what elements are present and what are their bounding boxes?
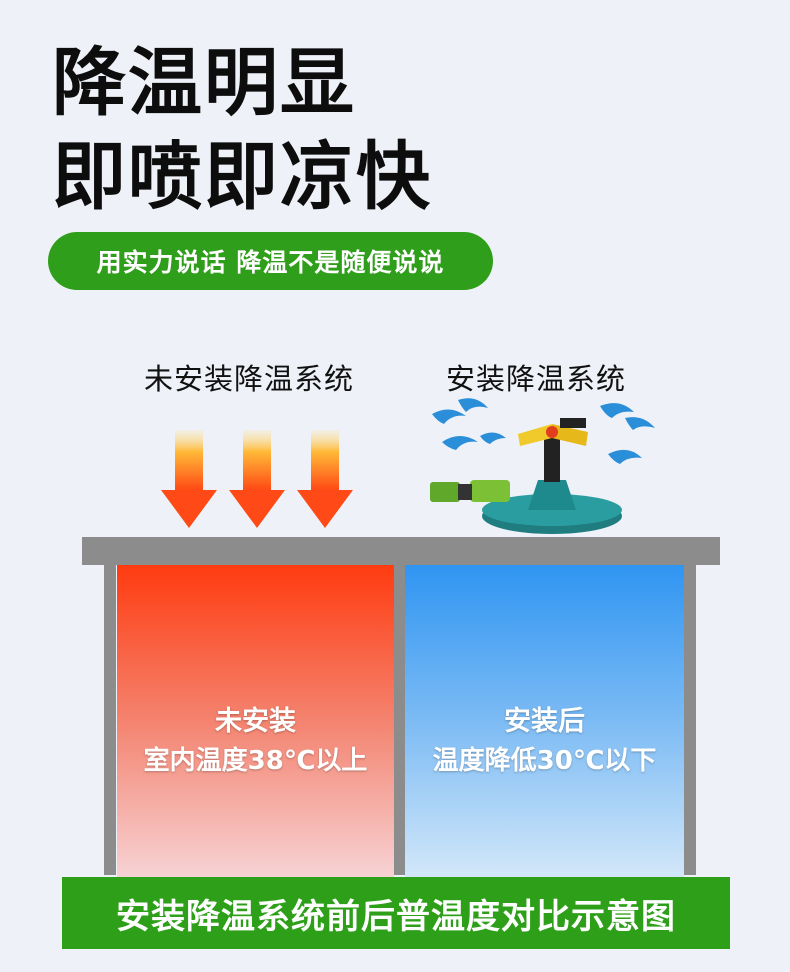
- label-without-system: 未安装降温系统: [144, 362, 355, 396]
- table-top: [82, 537, 720, 565]
- heat-arrow-icon: [297, 430, 353, 528]
- hot-panel-subtitle: 室内温度38℃以上: [143, 746, 368, 777]
- heat-arrow-icon: [229, 430, 285, 528]
- caption-bar: 安装降温系统前后普温度对比示意图: [62, 877, 730, 949]
- hot-panel: 未安装 室内温度38℃以上: [117, 565, 394, 877]
- table-leg: [684, 565, 696, 875]
- table-leg: [104, 565, 116, 875]
- cool-panel-subtitle: 温度降低30℃以下: [432, 746, 657, 777]
- label-with-system: 安装降温系统: [446, 362, 627, 396]
- heat-arrow-icon: [161, 430, 217, 528]
- headline-line-1: 降温明显: [52, 40, 356, 126]
- headline-line-2: 即喷即凉快: [52, 134, 432, 220]
- cool-panel: 安装后 温度降低30℃以下: [405, 565, 684, 877]
- slogan-text: 用实力说话 降温不是随便说说: [96, 248, 445, 277]
- slogan-badge: 用实力说话 降温不是随便说说: [48, 232, 493, 290]
- cool-panel-title: 安装后: [504, 706, 585, 738]
- sprinkler-icon: [430, 398, 655, 534]
- hot-panel-title: 未安装: [215, 706, 296, 738]
- table-divider: [394, 565, 406, 875]
- caption-text: 安装降温系统前后普温度对比示意图: [116, 896, 676, 937]
